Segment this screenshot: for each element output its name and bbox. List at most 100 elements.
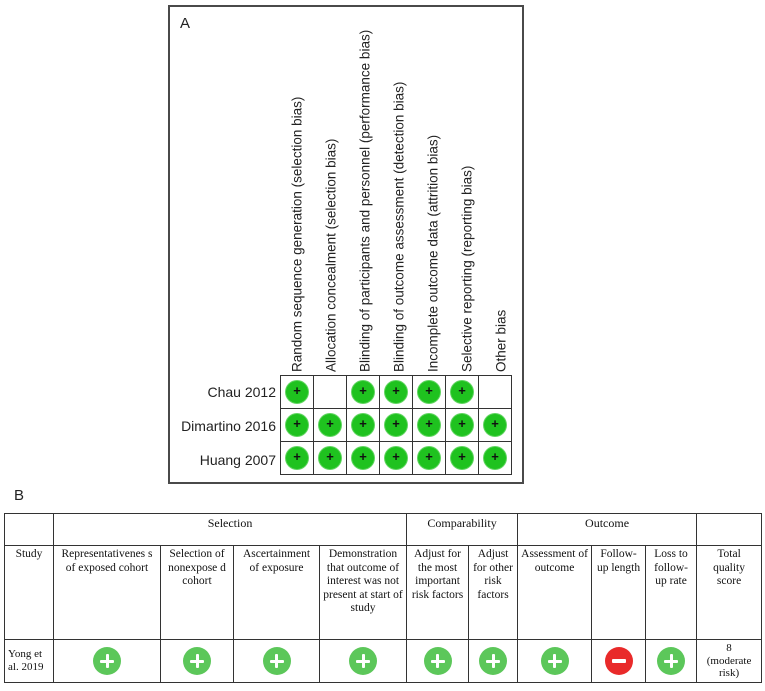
rating-cell bbox=[318, 639, 408, 683]
plus-circle-icon bbox=[479, 647, 508, 675]
total-score-value: 8 bbox=[726, 642, 732, 655]
low-risk-plus-icon bbox=[352, 381, 374, 403]
header-representativeness: Representativenes s of exposed cohort bbox=[53, 545, 161, 640]
grid-cell bbox=[478, 441, 512, 475]
panel-b-label: B bbox=[14, 487, 25, 504]
rating-cell bbox=[53, 639, 161, 683]
header-total-score: Total quality score bbox=[696, 545, 763, 640]
grid-cell bbox=[379, 441, 413, 475]
empty-header-cell bbox=[696, 513, 763, 546]
low-risk-plus-icon bbox=[319, 447, 341, 469]
column-header-random-sequence: Random sequence generation (selection bi… bbox=[280, 32, 314, 372]
column-header-text: Selective reporting (reporting bias) bbox=[459, 165, 475, 372]
grid-cell bbox=[412, 441, 446, 475]
rating-cell bbox=[591, 639, 647, 683]
low-risk-plus-icon bbox=[484, 414, 506, 436]
grid-cell bbox=[379, 408, 413, 442]
column-header-text: Random sequence generation (selection bi… bbox=[289, 96, 305, 372]
header-selection-nonexposed: Selection of nonexpose d cohort bbox=[160, 545, 234, 640]
group-header-selection: Selection bbox=[52, 513, 408, 546]
column-header-text: Blinding of outcome assessment (detectio… bbox=[391, 81, 407, 372]
rating-cell bbox=[517, 639, 593, 683]
grid-cell bbox=[346, 408, 380, 442]
plus-circle-icon bbox=[183, 647, 211, 675]
grid-cell bbox=[445, 375, 479, 409]
header-assessment: Assessment of outcome bbox=[517, 545, 593, 640]
study-label-chau: Chau 2012 bbox=[207, 384, 276, 400]
grid-cell bbox=[280, 441, 314, 475]
plus-circle-icon bbox=[262, 647, 291, 675]
low-risk-plus-icon bbox=[352, 414, 374, 436]
column-header-text: Incomplete outcome data (attrition bias) bbox=[425, 134, 441, 372]
grid-cell bbox=[346, 441, 380, 475]
plus-circle-icon bbox=[93, 647, 121, 675]
table-row: Yong et al. 2019 8 (moderate risk) bbox=[4, 639, 763, 683]
column-header-blinding-outcome: Blinding of outcome assessment (detectio… bbox=[382, 32, 416, 372]
group-header-outcome: Outcome bbox=[517, 513, 698, 546]
header-ascertainment: Ascertainment of exposure bbox=[233, 545, 320, 640]
rating-cell bbox=[468, 639, 519, 683]
grid-cell bbox=[313, 375, 347, 409]
header-loss-followup: Loss to follow-up rate bbox=[645, 545, 698, 640]
low-risk-plus-icon bbox=[451, 414, 473, 436]
panel-a-label: A bbox=[180, 15, 191, 32]
grid-cell bbox=[379, 375, 413, 409]
low-risk-plus-icon bbox=[385, 447, 407, 469]
low-risk-plus-icon bbox=[385, 381, 407, 403]
grid-row bbox=[280, 408, 512, 442]
column-header-row: Study Representativenes s of exposed coh… bbox=[4, 545, 763, 640]
low-risk-plus-icon bbox=[352, 447, 374, 469]
study-label-dimartino: Dimartino 2016 bbox=[181, 418, 276, 434]
low-risk-plus-icon bbox=[286, 447, 308, 469]
study-label-huang: Huang 2007 bbox=[199, 452, 276, 468]
grid-cell bbox=[280, 408, 314, 442]
risk-of-bias-grid bbox=[280, 375, 512, 475]
grid-row bbox=[280, 375, 512, 409]
grid-cell bbox=[313, 408, 347, 442]
low-risk-plus-icon bbox=[418, 381, 440, 403]
grid-cell bbox=[280, 375, 314, 409]
grid-cell bbox=[445, 441, 479, 475]
header-followup-length: Follow-up length bbox=[591, 545, 647, 640]
low-risk-plus-icon bbox=[286, 414, 308, 436]
header-demonstration: Demonstration that outcome of interest w… bbox=[318, 545, 408, 640]
group-header-row: Selection Comparability Outcome bbox=[4, 513, 763, 546]
column-header-allocation: Allocation concealment (selection bias) bbox=[314, 32, 348, 372]
quality-assessment-table: Selection Comparability Outcome Study Re… bbox=[4, 513, 763, 683]
header-adjust-other: Adjust for other risk factors bbox=[468, 545, 519, 640]
rating-cell bbox=[233, 639, 320, 683]
minus-circle-icon bbox=[604, 647, 633, 675]
grid-cell bbox=[478, 408, 512, 442]
plus-circle-icon bbox=[349, 647, 378, 675]
low-risk-plus-icon bbox=[418, 414, 440, 436]
header-adjust-most: Adjust for the most important risk facto… bbox=[406, 545, 470, 640]
header-study: Study bbox=[4, 545, 54, 640]
grid-cell bbox=[478, 375, 512, 409]
plus-circle-icon bbox=[657, 647, 686, 675]
empty-header-cell bbox=[4, 513, 54, 546]
column-header-blinding-participants: Blinding of participants and personnel (… bbox=[348, 29, 382, 372]
grid-cell bbox=[313, 441, 347, 475]
plus-circle-icon bbox=[540, 647, 569, 675]
low-risk-plus-icon bbox=[385, 414, 407, 436]
rating-cell bbox=[645, 639, 698, 683]
grid-cell bbox=[412, 408, 446, 442]
low-risk-plus-icon bbox=[418, 447, 440, 469]
study-name: Yong et al. 2019 bbox=[4, 639, 54, 683]
total-score-note: (moderate risk) bbox=[706, 654, 752, 680]
grid-cell bbox=[346, 375, 380, 409]
rating-cell bbox=[160, 639, 234, 683]
low-risk-plus-icon bbox=[484, 447, 506, 469]
low-risk-plus-icon bbox=[451, 381, 473, 403]
grid-cell bbox=[445, 408, 479, 442]
plus-circle-icon bbox=[423, 647, 452, 675]
column-header-other-bias: Other bias bbox=[484, 32, 518, 372]
grid-cell bbox=[412, 375, 446, 409]
group-header-comparability: Comparability bbox=[406, 513, 519, 546]
column-header-text: Blinding of participants and personnel (… bbox=[357, 29, 373, 372]
grid-row bbox=[280, 441, 512, 475]
column-header-selective-reporting: Selective reporting (reporting bias) bbox=[450, 32, 484, 372]
column-header-incomplete-data: Incomplete outcome data (attrition bias) bbox=[416, 32, 450, 372]
rating-cell bbox=[406, 639, 470, 683]
low-risk-plus-icon bbox=[286, 381, 308, 403]
